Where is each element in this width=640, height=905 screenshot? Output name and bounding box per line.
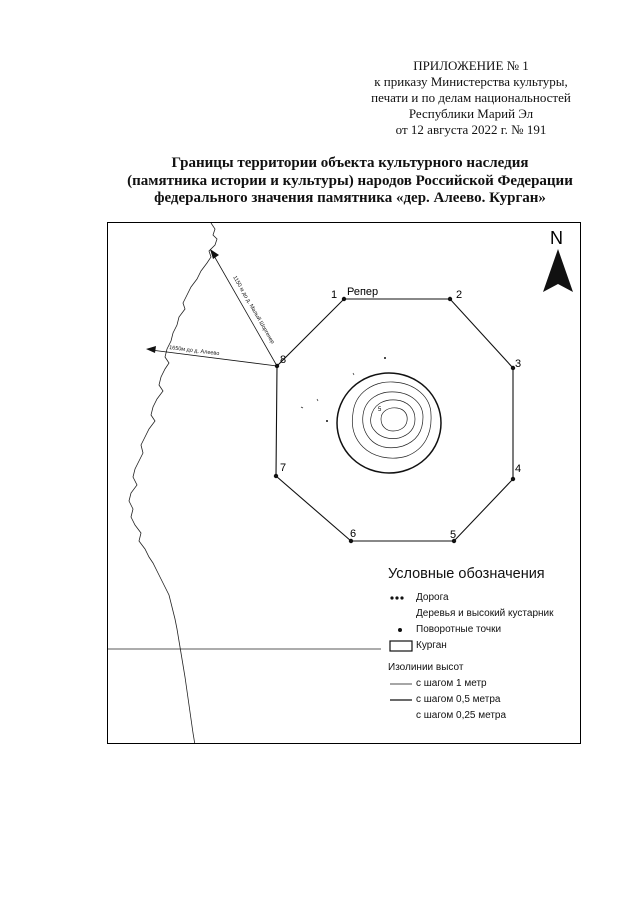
north-arrow-left: [543, 249, 558, 292]
kurgan-symbol: [388, 638, 414, 654]
north-label: N: [550, 228, 563, 248]
legend-road: Дорога: [388, 590, 578, 606]
appendix-number: ПРИЛОЖЕНИЕ № 1: [413, 58, 529, 73]
kurgan-outline: [336, 372, 442, 474]
republic-line: Республики Марий Эл: [408, 106, 534, 121]
legend-isolines-title: Изолинии высот: [388, 662, 464, 673]
point-label-1: 1: [331, 289, 337, 301]
turning-point-symbol: [388, 622, 414, 638]
legend-trees-label: Деревья и высокий кустарник: [416, 608, 554, 619]
legend-step-05-label: с шагом 0,5 метра: [416, 694, 501, 705]
legend-step-05: с шагом 0,5 метра: [388, 692, 578, 708]
legend-step-1: с шагом 1 метр: [388, 676, 578, 692]
legend-turning-points: Поворотные точки: [388, 622, 578, 638]
river-line: [128, 223, 218, 743]
legend-title: Условные обозначения: [388, 566, 545, 582]
terrain-mark: [384, 357, 386, 359]
ministry-line: печати и по делам национальностей: [371, 90, 571, 105]
order-date-line: от 12 августа 2022 г. № 191: [395, 122, 547, 137]
point-label-3: 3: [515, 358, 521, 370]
north-arrow-right: [558, 249, 573, 292]
isoline-outer: [351, 381, 432, 459]
arrow1-label: 1150 м до д. Малый Шоргенер: [231, 275, 276, 346]
road-symbol: [388, 590, 414, 606]
isoline-05m-symbol: [388, 692, 414, 708]
terrain-mark: [300, 406, 304, 409]
legend-step-025-label: с шагом 0,25 метра: [416, 710, 507, 721]
legend-kurgan-label: Курган: [416, 640, 447, 651]
turning-point-8: [274, 363, 280, 369]
isoline-top: [380, 407, 408, 432]
terrain-mark: [326, 420, 328, 422]
arrow-to-maly-shorgener: [212, 253, 278, 367]
point-label-4: 4: [515, 463, 521, 475]
turning-point-1: [341, 296, 347, 302]
legend-step-1-label: с шагом 1 метр: [416, 678, 487, 689]
terrain-mark: [316, 398, 319, 402]
contour-label: 5: [378, 407, 382, 413]
turning-point-7: [273, 473, 279, 479]
turning-point-6: [348, 538, 354, 544]
map-canvas: 1150 м до д. Малый Шоргенер 1650м до д. …: [108, 223, 573, 743]
legend-step-025: с шагом 0,25 метра: [388, 708, 578, 724]
turning-point-5: [451, 538, 457, 544]
legend-turning-points-label: Поворотные точки: [416, 624, 502, 635]
legend-kurgan: Курган: [388, 638, 578, 654]
point-label-6: 6: [350, 528, 356, 540]
point-label-8: 8: [280, 354, 286, 366]
legend-trees: Деревья и высокий кустарник: [388, 606, 578, 622]
order-line: к приказу Министерства культуры,: [374, 74, 568, 89]
point-label-5: 5: [450, 529, 456, 541]
map-legend: Условные обозначения Дорога Деревья и вы…: [388, 566, 578, 724]
appendix-header: ПРИЛОЖЕНИЕ № 1 к приказу Министерства ку…: [330, 58, 612, 138]
terrain-mark: [352, 372, 355, 376]
point-label-2: 2: [456, 289, 462, 301]
title-line-2: (памятника истории и культуры) народов Р…: [127, 172, 573, 189]
territory-boundary: [275, 298, 514, 542]
point-label-7: 7: [280, 462, 286, 474]
arrow-to-aleevo: [150, 349, 278, 367]
title-line-1: Границы территории объекта культурного н…: [171, 155, 529, 171]
benchmark-label: Репер: [347, 286, 378, 298]
boundary-map: 1150 м до д. Малый Шоргенер 1650м до д. …: [107, 222, 581, 744]
document-title: Границы территории объекта культурного н…: [70, 155, 630, 208]
legend-road-label: Дорога: [416, 592, 449, 603]
turning-point-4: [510, 476, 516, 482]
isoline-inner: [370, 399, 416, 439]
arrow-head-2: [146, 346, 156, 353]
isoline-mid: [362, 391, 424, 449]
arrow-head-1: [210, 249, 219, 259]
isoline-1m-symbol: [388, 676, 414, 692]
turning-point-3: [510, 365, 516, 371]
turning-point-2: [447, 296, 453, 302]
title-line-3: федерального значения памятника «дер. Ал…: [154, 190, 546, 206]
